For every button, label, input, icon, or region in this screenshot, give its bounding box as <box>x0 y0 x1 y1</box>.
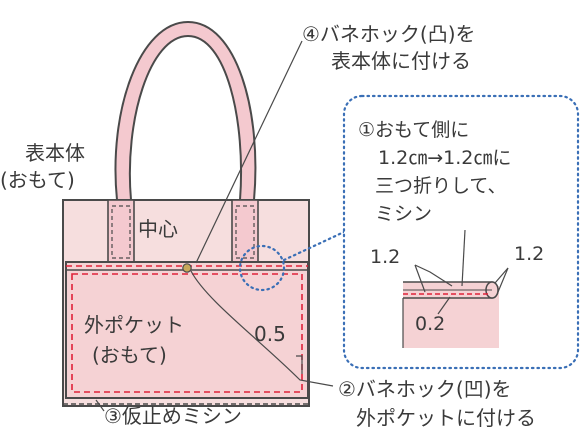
dim-side-label: 0.5 <box>254 322 286 346</box>
center-label: 中心 <box>138 217 178 241</box>
step2-label-line1: ②バネホック(凹)を <box>338 377 512 401</box>
detail-focus-circle <box>238 244 286 292</box>
step4-label-line1: ④バネホック(凸)を <box>302 22 476 46</box>
pocket-label-line2: (おもて) <box>92 343 167 367</box>
step1-label-line4: ミシン <box>375 203 433 225</box>
step2-label-line2: 外ポケットに付ける <box>356 406 536 430</box>
step1-label-line3: 三つ折りして、 <box>375 175 507 197</box>
step4-label-line2: 表本体に付ける <box>331 49 471 73</box>
detail-connector <box>282 230 346 262</box>
dim-stitch-label: 0.2 <box>415 313 446 335</box>
detail-fabric <box>402 281 499 348</box>
dim-left-label: 1.2 <box>370 246 401 268</box>
step1-label-line2: 1.2㎝→1.2㎝に <box>378 147 512 169</box>
bag-handles <box>114 20 257 201</box>
step1-label-line1: ①おもて側に <box>358 119 470 141</box>
dim-right-label: 1.2 <box>514 243 545 265</box>
outer-pocket <box>65 261 309 399</box>
handle-tabs <box>107 199 259 263</box>
body-label-line1: 表本体 <box>25 141 85 165</box>
detail-leader-lines <box>414 229 509 315</box>
body-label-line2: (おもて) <box>0 168 75 192</box>
basting-stitch-line <box>71 273 303 393</box>
step3-label: ③仮止めミシン <box>104 404 242 428</box>
leader-lines <box>95 40 334 412</box>
pocket-label-line1: 外ポケット <box>84 313 184 337</box>
snap-button <box>182 263 192 273</box>
